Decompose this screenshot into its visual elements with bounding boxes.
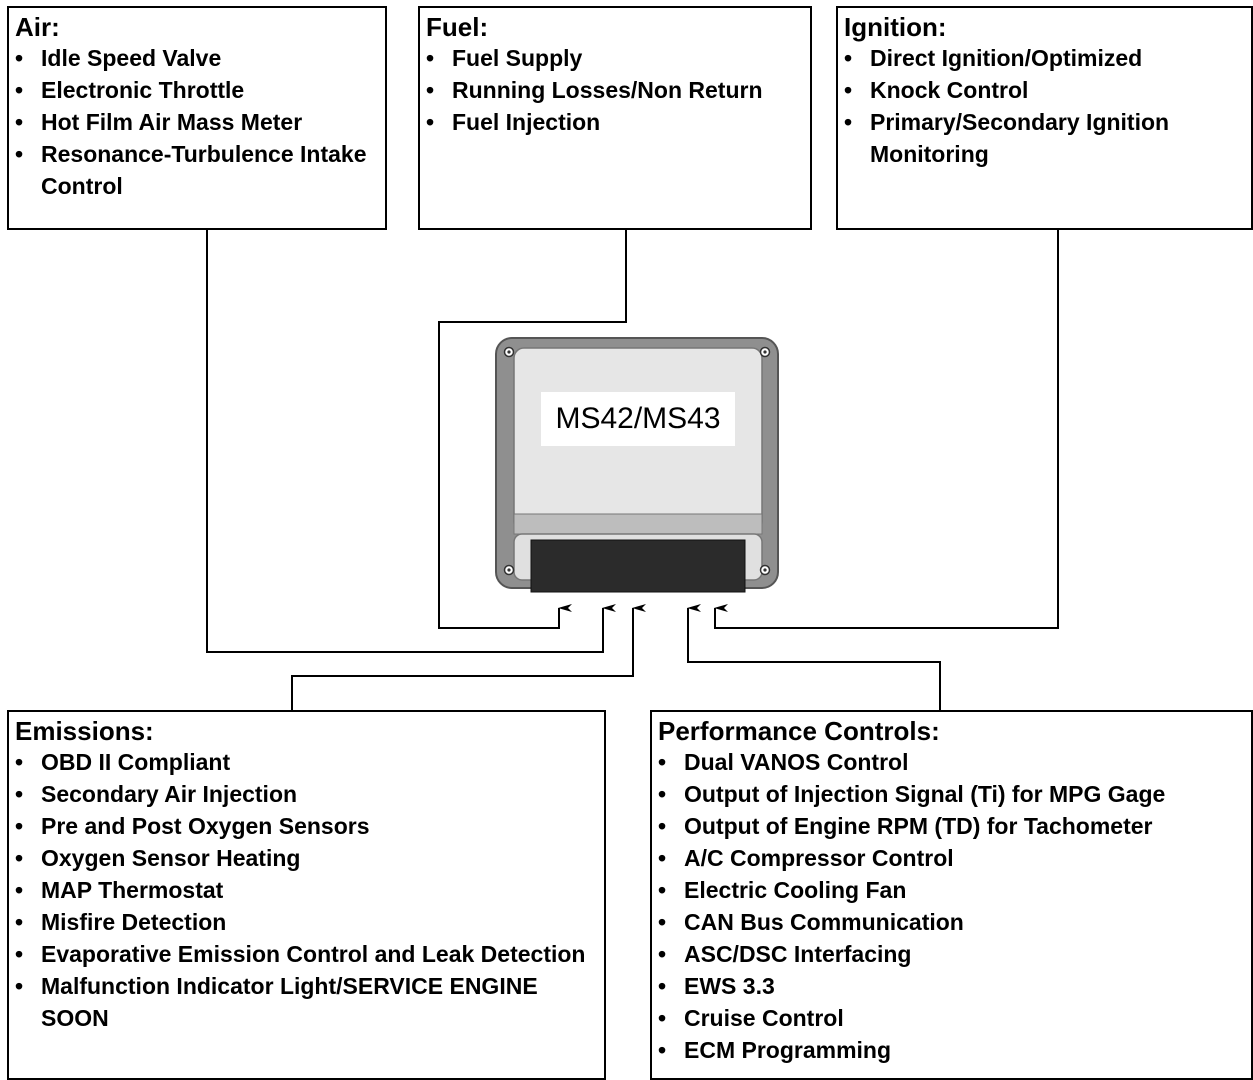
ecu-screw-bottom-right (759, 564, 771, 576)
ignition-item-direct-ignition: Direct Ignition/Optimized (844, 42, 1245, 74)
emissions-item-secondary-air: Secondary Air Injection (15, 778, 598, 810)
emissions-item-misfire-detection: Misfire Detection (15, 906, 598, 938)
performance-item-engine-rpm: Output of Engine RPM (TD) for Tachometer (658, 810, 1245, 842)
air-connector-line (206, 230, 616, 653)
performance-item-ecm-programming: ECM Programming (658, 1034, 1245, 1066)
fuel-item-running-losses: Running Losses/Non Return (426, 74, 804, 106)
ecu-connector (530, 539, 746, 593)
performance-connector-line (687, 604, 941, 710)
ecu-screw-top-right (759, 346, 771, 358)
performance-item-ac-compressor: A/C Compressor Control (658, 842, 1245, 874)
fuel-item-fuel-supply: Fuel Supply (426, 42, 804, 74)
fuel-item-fuel-injection: Fuel Injection (426, 106, 804, 138)
emissions-connector-line (291, 604, 646, 710)
performance-item-cruise-control: Cruise Control (658, 1002, 1245, 1034)
air-box: Air: Idle Speed Valve Electronic Throttl… (7, 6, 387, 230)
emissions-item-malfunction-indicator: Malfunction Indicator Light/SERVICE ENGI… (15, 970, 598, 1034)
ignition-connector-line (714, 230, 1059, 629)
ignition-item-knock-control: Knock Control (844, 74, 1245, 106)
ignition-item-primary-secondary-monitoring: Primary/Secondary Ignition Monitoring (844, 106, 1245, 170)
air-item-idle-speed-valve: Idle Speed Valve (15, 42, 379, 74)
emissions-item-map-thermostat: MAP Thermostat (15, 874, 598, 906)
ecu-screw-top-left (503, 346, 515, 358)
ecu-screw-bottom-left (503, 564, 515, 576)
performance-box: Performance Controls: Dual VANOS Control… (650, 710, 1253, 1080)
performance-item-injection-signal: Output of Injection Signal (Ti) for MPG … (658, 778, 1245, 810)
air-item-electronic-throttle: Electronic Throttle (15, 74, 379, 106)
ecu-label: MS42/MS43 (541, 392, 735, 446)
performance-item-ews: EWS 3.3 (658, 970, 1245, 1002)
air-title: Air: (15, 12, 60, 42)
ignition-box: Ignition: Direct Ignition/Optimized Knoc… (836, 6, 1253, 230)
air-list: Idle Speed Valve Electronic Throttle Hot… (15, 42, 379, 202)
emissions-box: Emissions: OBD II Compliant Secondary Ai… (7, 710, 606, 1080)
performance-item-dual-vanos: Dual VANOS Control (658, 746, 1245, 778)
fuel-connector-line (438, 230, 627, 629)
emissions-item-sensor-heating: Oxygen Sensor Heating (15, 842, 598, 874)
ignition-title: Ignition: (844, 12, 947, 42)
performance-title: Performance Controls: (658, 716, 940, 746)
emissions-item-oxygen-sensors: Pre and Post Oxygen Sensors (15, 810, 598, 842)
fuel-list: Fuel Supply Running Losses/Non Return Fu… (426, 42, 804, 138)
ecu-module (495, 337, 779, 593)
performance-item-can-bus: CAN Bus Communication (658, 906, 1245, 938)
fuel-box: Fuel: Fuel Supply Running Losses/Non Ret… (418, 6, 812, 230)
emissions-item-obd-ii: OBD II Compliant (15, 746, 598, 778)
performance-item-asc-dsc: ASC/DSC Interfacing (658, 938, 1245, 970)
emissions-item-evaporative-control: Evaporative Emission Control and Leak De… (15, 938, 598, 970)
ignition-list: Direct Ignition/Optimized Knock Control … (844, 42, 1245, 170)
ecu-strip (513, 513, 763, 535)
emissions-list: OBD II Compliant Secondary Air Injection… (15, 746, 598, 1034)
air-item-hot-film-air-mass-meter: Hot Film Air Mass Meter (15, 106, 379, 138)
emissions-title: Emissions: (15, 716, 154, 746)
air-item-resonance-turbulence-intake: Resonance-Turbulence Intake Control (15, 138, 379, 202)
performance-list: Dual VANOS Control Output of Injection S… (658, 746, 1245, 1066)
fuel-title: Fuel: (426, 12, 489, 42)
performance-item-cooling-fan: Electric Cooling Fan (658, 874, 1245, 906)
